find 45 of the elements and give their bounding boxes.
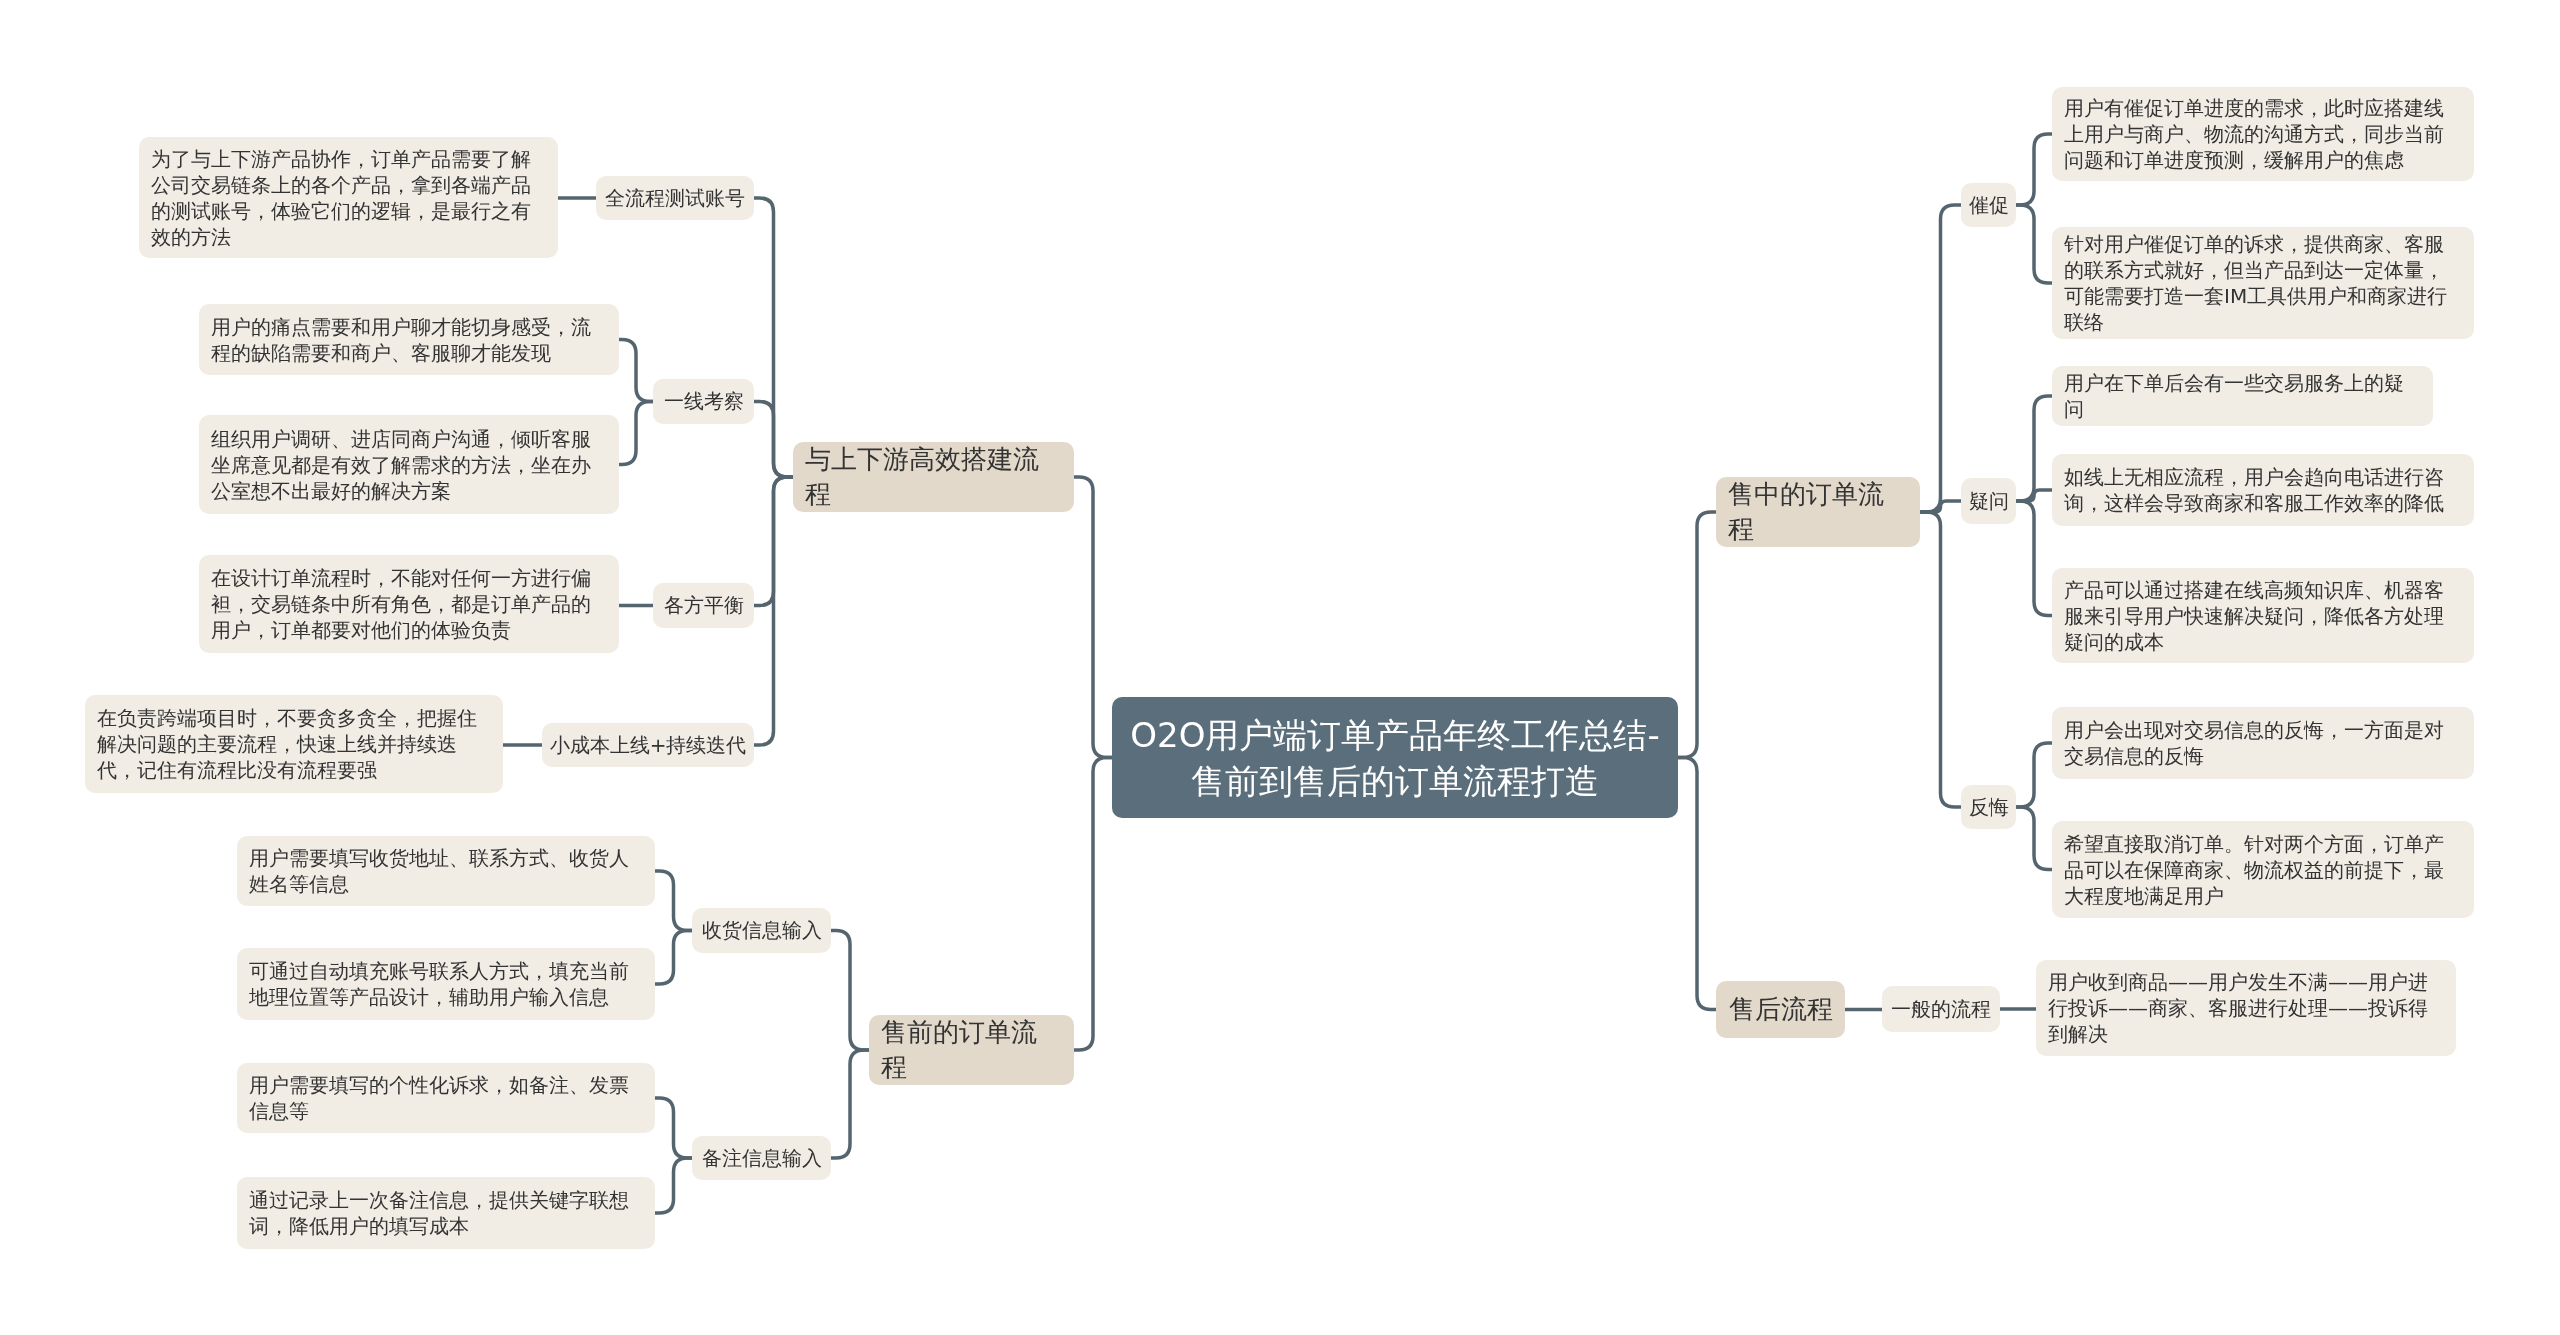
note-box: 用户需要填写的个性化诉求，如备注、发票信息等 [237,1063,655,1133]
connector-line [1074,755,1112,1052]
subtopic-box: 反悔 [1961,785,2016,829]
subtopic-box: 全流程测试账号 [596,176,754,220]
connector-line [655,1156,692,1215]
branch-topic-box: 售后流程 [1716,981,1845,1038]
connector-line [831,1048,869,1160]
connector-line [558,196,596,200]
connector-line [2016,805,2052,872]
connector-line [2000,1007,2036,1011]
note-box: 用户的痛点需要和用户聊才能切身感受，流程的缺陷需要和商户、客服聊才能发现 [199,304,619,375]
subtopic-box: 备注信息输入 [692,1136,831,1180]
subtopic-box: 催促 [1961,183,2016,227]
note-box: 通过记录上一次备注信息，提供关键字联想词，降低用户的填写成本 [237,1177,655,1249]
connector-line [1845,1007,1882,1012]
central-topic-box: O2O用户端订单产品年终工作总结-售前到售后的订单流程打造 [1112,697,1678,818]
branch-topic-box: 与上下游高效搭建流程 [793,442,1074,512]
note-box: 组织用户调研、进店同商户沟通，倾听客服坐席意见都是有效了解需求的方法，坐在办公室想不出最好的解决方案 [199,415,619,514]
connector-line [1920,510,1961,809]
subtopic-box: 一般的流程 [1882,986,2000,1032]
connector-line [503,743,542,747]
note-box: 用户会出现对交易信息的反悔，一方面是对交易信息的反悔 [2052,707,2474,779]
note-box: 用户在下单后会有一些交易服务上的疑问 [2052,366,2433,426]
subtopic-box: 小成本上线+持续迭代 [542,723,754,767]
subtopic-box: 收货信息输入 [692,908,831,953]
note-box: 希望直接取消订单。针对两个方面，订单产品可以在保障商家、物流权益的前提下，最大程度地满足用户 [2052,821,2474,918]
note-box: 为了与上下游产品协作，订单产品需要了解公司交易链条上的各个产品，拿到各端产品的测试账号，体验它们的逻辑，是最行之有效的方法 [139,137,558,258]
subtopic-box: 各方平衡 [653,583,754,628]
connector-line [1678,755,1716,1012]
note-box: 产品可以通过搭建在线高频知识库、机器客服来引导用户快速解决疑问，降低各方处理疑问的成本 [2052,568,2474,663]
note-box: 如线上无相应流程，用户会趋向电话进行咨询，这样会导致商家和客服工作效率的降低 [2052,454,2474,526]
subtopic-box: 疑问 [1961,478,2016,524]
note-box: 可通过自动填充账号联系人方式，填充当前地理位置等产品设计，辅助用户输入信息 [237,948,655,1020]
subtopic-box: 一线考察 [653,379,754,424]
note-box: 针对用户催促订单的诉求，提供商家、客服的联系方式就好，但当产品到达一定体量，可能需要打造一套IM工具供用户和商家进行联络 [2052,227,2474,339]
connector-line [655,928,692,986]
note-box: 用户需要填写收货地址、联系方式、收货人姓名等信息 [237,836,655,906]
note-box: 用户收到商品——用户发生不满——用户进行投诉——商家、客服进行处理——投诉得到解决 [2036,960,2456,1056]
note-box: 用户有催促订单进度的需求，此时应搭建线上用户与商户、物流的沟通方式，同步当前问题和订单进度预测，缓解用户的焦虑 [2052,87,2474,181]
note-box: 在负责跨端项目时，不要贪多贪全，把握住解决问题的主要流程，快速上线并持续迭代，记住有流程比没有流程要强 [85,695,503,793]
branch-topic-box: 售中的订单流程 [1716,477,1920,547]
connector-line [619,603,653,608]
connector-line [619,399,653,467]
branch-topic-box: 售前的订单流程 [869,1015,1074,1085]
note-box: 在设计订单流程时，不能对任何一方进行偏袒，交易链条中所有角色，都是订单产品的用户，订单都要对他们的体验负责 [199,555,619,653]
